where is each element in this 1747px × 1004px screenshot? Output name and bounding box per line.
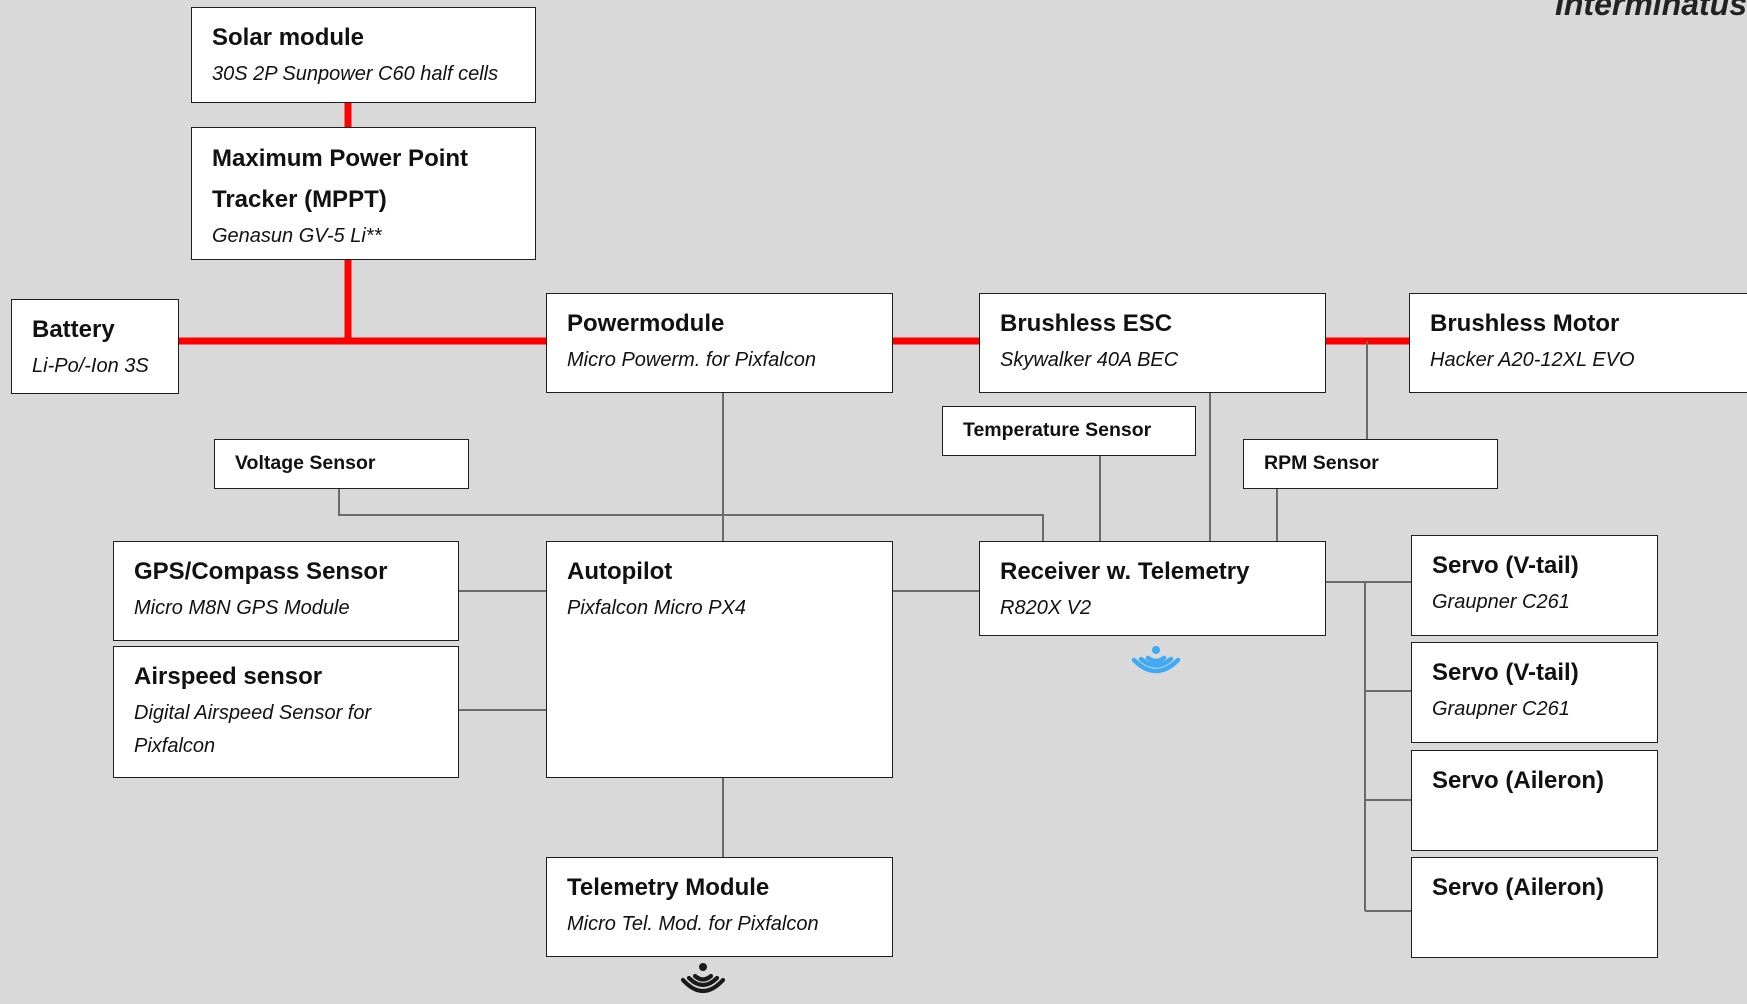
servo-aileron-1-title: Servo (Aileron) xyxy=(1432,767,1605,794)
rpm-sensor-title: RPM Sensor xyxy=(1264,452,1379,474)
servo-vtail-2-title: Servo (V-tail) xyxy=(1432,659,1579,686)
servo-aileron-2-box: Servo (Aileron) xyxy=(1411,857,1658,958)
mppt-title-line1: Maximum Power Point xyxy=(212,145,469,172)
wireless-signal-icon xyxy=(680,963,726,994)
servo-vtail-1-title: Servo (V-tail) xyxy=(1432,552,1579,579)
autopilot-title: Autopilot xyxy=(567,558,673,585)
diagram-title: Interminatus xyxy=(1554,0,1747,22)
receiver-box: Receiver w. Telemetry R820X V2 xyxy=(979,541,1326,636)
temperature-sensor-box: Temperature Sensor xyxy=(942,406,1196,456)
motor-subtitle: Hacker A20-12XL EVO xyxy=(1430,349,1635,371)
gps-sensor-subtitle: Micro M8N GPS Module xyxy=(134,597,350,619)
voltage-sensor-box: Voltage Sensor xyxy=(214,439,469,489)
autopilot-box: Autopilot Pixfalcon Micro PX4 xyxy=(546,541,893,778)
autopilot-subtitle: Pixfalcon Micro PX4 xyxy=(567,597,746,619)
esc-box: Brushless ESC Skywalker 40A BEC xyxy=(979,293,1326,393)
battery-box: Battery Li-Po/-Ion 3S xyxy=(11,299,179,394)
powermodule-title: Powermodule xyxy=(567,310,725,337)
motor-title: Brushless Motor xyxy=(1430,310,1620,337)
esc-title: Brushless ESC xyxy=(1000,310,1173,337)
gps-sensor-box: GPS/Compass Sensor Micro M8N GPS Module xyxy=(113,541,459,641)
motor-box: Brushless Motor Hacker A20-12XL EVO xyxy=(1409,293,1747,393)
servo-aileron-2-title: Servo (Aileron) xyxy=(1432,874,1605,901)
airspeed-sensor-box: Airspeed sensor Digital Airspeed Sensor … xyxy=(113,646,459,778)
receiver-title: Receiver w. Telemetry xyxy=(1000,558,1250,585)
signal-line-voltage-receiver xyxy=(338,489,1044,542)
mppt-subtitle: Genasun GV-5 Li** xyxy=(212,225,382,247)
servo-vtail-1-subtitle: Graupner C261 xyxy=(1432,591,1570,613)
solar-module-subtitle: 30S 2P Sunpower C60 half cells xyxy=(212,63,499,85)
airspeed-sensor-subtitle-line2: Pixfalcon xyxy=(134,735,216,757)
servo-vtail-2-subtitle: Graupner C261 xyxy=(1432,698,1570,720)
battery-subtitle: Li-Po/-Ion 3S xyxy=(32,355,149,377)
mppt-box: Maximum Power Point Tracker (MPPT) Genas… xyxy=(191,127,536,260)
esc-subtitle: Skywalker 40A BEC xyxy=(1000,349,1179,371)
gps-sensor-title: GPS/Compass Sensor xyxy=(134,558,388,585)
solar-module-title: Solar module xyxy=(212,24,365,51)
telemetry-module-box: Telemetry Module Micro Tel. Mod. for Pix… xyxy=(546,857,893,957)
wireless-signal-icon xyxy=(1131,646,1181,674)
powermodule-box: Powermodule Micro Powerm. for Pixfalcon xyxy=(546,293,893,393)
telemetry-module-title: Telemetry Module xyxy=(567,874,770,901)
rpm-sensor-box: RPM Sensor xyxy=(1243,439,1498,489)
temperature-sensor-title: Temperature Sensor xyxy=(963,419,1152,441)
servo-aileron-1-box: Servo (Aileron) xyxy=(1411,750,1658,851)
receiver-subtitle: R820X V2 xyxy=(1000,597,1092,619)
voltage-sensor-title: Voltage Sensor xyxy=(235,452,376,474)
servo-vtail-1-box: Servo (V-tail) Graupner C261 xyxy=(1411,535,1658,636)
signal-lines xyxy=(338,341,1412,912)
powermodule-subtitle: Micro Powerm. for Pixfalcon xyxy=(567,349,816,371)
airspeed-sensor-title: Airspeed sensor xyxy=(134,663,323,690)
solar-module-box: Solar module 30S 2P Sunpower C60 half ce… xyxy=(191,7,536,103)
mppt-title-line2: Tracker (MPPT) xyxy=(212,186,387,213)
servo-vtail-2-box: Servo (V-tail) Graupner C261 xyxy=(1411,642,1658,743)
airspeed-sensor-subtitle-line1: Digital Airspeed Sensor for xyxy=(134,702,372,724)
battery-title: Battery xyxy=(32,316,115,343)
telemetry-module-subtitle: Micro Tel. Mod. for Pixfalcon xyxy=(567,913,819,935)
